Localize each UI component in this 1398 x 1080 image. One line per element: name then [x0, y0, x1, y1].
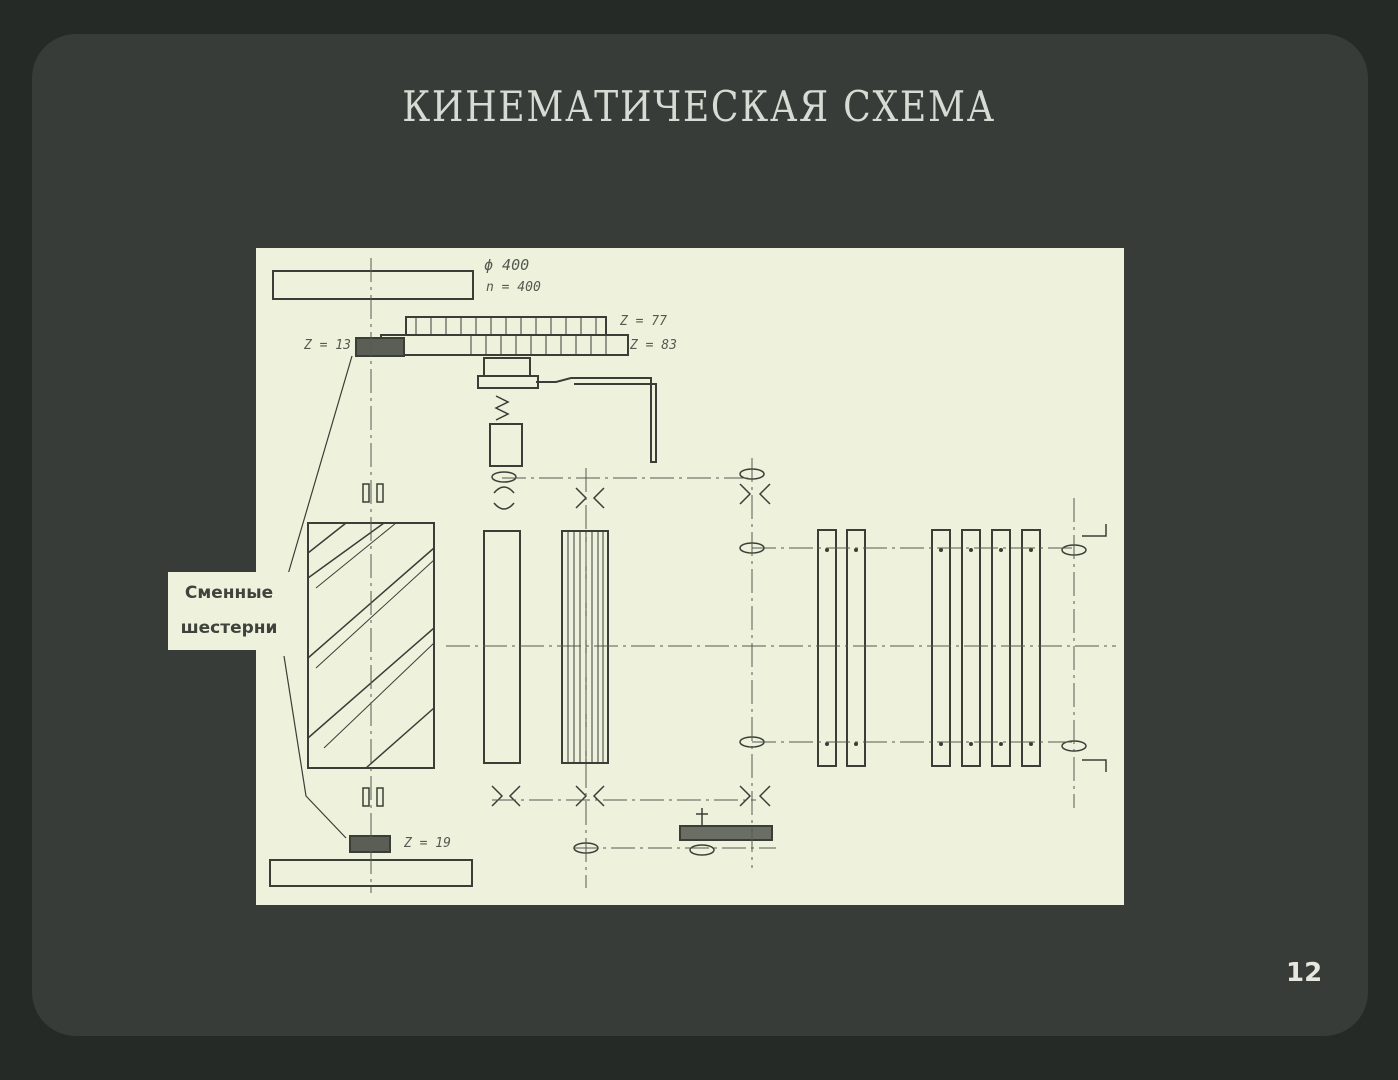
bar-roll-3 — [931, 529, 951, 767]
leader-line-bottom — [283, 655, 347, 839]
label-z77: Z = 77 — [620, 314, 667, 329]
fluted-roll — [561, 530, 609, 764]
callout-line-2: шестерни — [180, 618, 278, 638]
bar-roll-5 — [991, 529, 1011, 767]
slide-title: КИНЕМАТИЧЕСКАЯ СХЕМА — [402, 82, 996, 131]
clutch-plate — [477, 375, 539, 389]
bar-roll-4 — [961, 529, 981, 767]
page-number: 12 — [1286, 958, 1323, 988]
clutch-block — [483, 357, 531, 377]
label-speed: n = 400 — [486, 280, 541, 295]
callout-line-1: Сменные — [184, 583, 274, 603]
gear-z19 — [349, 835, 391, 853]
plain-roll — [483, 530, 521, 764]
diagram-drawing — [269, 258, 1116, 893]
label-z19: Z = 19 — [404, 836, 451, 851]
lower-gear-train — [679, 825, 773, 841]
callout-change-gears: Сменные шестерни — [168, 572, 290, 650]
kinematic-diagram: ϕ 400 n = 400 Z = 77 Z = 83 Z = 13 Z = 1… — [256, 248, 1124, 905]
top-rail — [272, 270, 474, 300]
bar-roll-6 — [1021, 529, 1041, 767]
label-z83: Z = 83 — [630, 338, 677, 353]
spring-housing — [489, 423, 523, 467]
bar-roll-2 — [846, 529, 866, 767]
label-z13: Z = 13 — [304, 338, 351, 353]
spring — [494, 395, 510, 421]
bar-roll-1 — [817, 529, 837, 767]
leader-line-top — [283, 355, 353, 589]
gear-z13 — [355, 337, 405, 357]
label-diameter: ϕ 400 — [484, 256, 530, 274]
hand-lever — [536, 377, 657, 463]
